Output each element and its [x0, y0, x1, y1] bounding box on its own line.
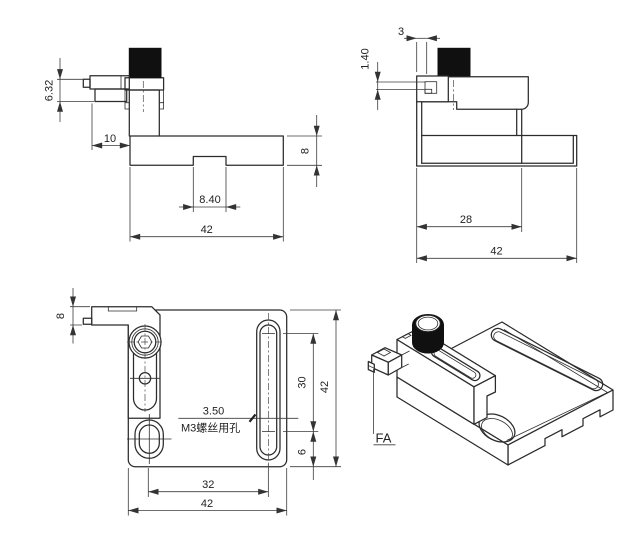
- connector-latch-step: [424, 88, 433, 94]
- fiber-connector-side: [416, 75, 449, 103]
- dim-edge-offset: 3: [398, 26, 404, 38]
- dim-slot-bottom-offset: 6: [297, 449, 309, 455]
- flange-leg-left: [124, 90, 130, 110]
- ext-line: [416, 168, 523, 263]
- ext-line: [287, 135, 322, 166]
- front-view-dimensions: 6.32 10 8.40 42 8: [44, 58, 322, 242]
- arm-block: [91, 306, 161, 419]
- fiber-connector-body: [89, 75, 130, 90]
- iso-plate-slot: [490, 327, 604, 392]
- side-view-outline: [416, 47, 578, 167]
- mounting-slot-inner: [259, 324, 278, 456]
- dim-overall-width: 42: [201, 224, 213, 236]
- clamp-body: [128, 89, 160, 137]
- leader-tick: [248, 413, 257, 423]
- fiber-connector-lower: [94, 88, 128, 103]
- clamp-flange: [124, 77, 165, 91]
- iso-fiber-connector: [367, 347, 410, 376]
- ext-line: [376, 81, 426, 90]
- upper-arm-block: [421, 76, 529, 110]
- iso-slot-outer: [490, 327, 604, 392]
- connector-top-tab: [376, 348, 392, 357]
- dim-hole-diameter: 3.50: [203, 406, 224, 418]
- dim-connector-width: 8: [55, 313, 67, 319]
- dim-pin-height: 1.40: [360, 48, 372, 69]
- knob-top-face: [415, 314, 441, 333]
- top-view: 8 3.50 M3螺丝用孔 30 42 6 32 42: [55, 288, 341, 516]
- fa-label: FA: [376, 431, 392, 446]
- base-plate-outline: [129, 135, 284, 166]
- dim-notch-width: 8.40: [199, 194, 220, 206]
- ext-line: [129, 167, 284, 242]
- front-column: [416, 101, 423, 167]
- dim-plate-thickness: 8: [300, 148, 312, 154]
- thumb-screw-knob-side: [437, 47, 471, 78]
- hole-note-label: M3螺丝用孔: [181, 422, 240, 435]
- arm-block-step: [107, 306, 138, 312]
- front-view-outline: [82, 47, 284, 166]
- iso-hole-inner: [481, 418, 513, 443]
- dim-connector-offset: 10: [104, 133, 116, 145]
- knob-body: [412, 324, 444, 354]
- side-view-dimensions: 3 1.40 28 42: [360, 26, 578, 263]
- side-view: 3 1.40 28 42: [360, 26, 578, 263]
- dim-connector-height: 6.32: [44, 80, 56, 101]
- ext-line: [57, 78, 94, 102]
- fa-callout: FA: [373, 369, 396, 446]
- dim-body-depth: 28: [460, 214, 472, 226]
- slot-end-ticks: [262, 333, 275, 432]
- base-plate-side: [416, 134, 578, 167]
- dim-hole-spacing: 32: [202, 479, 214, 491]
- front-view: 6.32 10 8.40 42 8: [44, 47, 322, 242]
- connector-pin: [82, 78, 91, 88]
- dim-slot-length: 30: [297, 376, 309, 388]
- mounting-slot-outer: [256, 319, 281, 461]
- iso-thumb-screw: [412, 314, 444, 354]
- top-view-outline: [82, 306, 288, 468]
- connector-pin-line: [368, 365, 375, 369]
- iso-slot-inner: [493, 331, 599, 390]
- dim-overall-width-top: 42: [201, 498, 213, 510]
- dim-overall-depth: 42: [490, 246, 502, 258]
- oblong-hole-inner: [138, 424, 160, 454]
- iso-block-end: [473, 375, 497, 425]
- flange-leg-right: [159, 90, 164, 110]
- iso-block-edge-tab: [401, 333, 412, 339]
- isometric-view: FA: [367, 314, 614, 466]
- oblong-hole-outer: [134, 419, 164, 459]
- dim-overall-height: 42: [319, 381, 331, 393]
- top-view-dimensions: 8 3.50 M3螺丝用孔 30 42 6 32 42: [55, 288, 341, 516]
- ext-line: [416, 42, 428, 74]
- connector-pin-top: [82, 317, 93, 325]
- thumb-screw-knob: [128, 47, 162, 79]
- knob-top-inner: [417, 316, 439, 331]
- connector-block-links: [401, 350, 410, 368]
- arm-neck: [516, 108, 523, 164]
